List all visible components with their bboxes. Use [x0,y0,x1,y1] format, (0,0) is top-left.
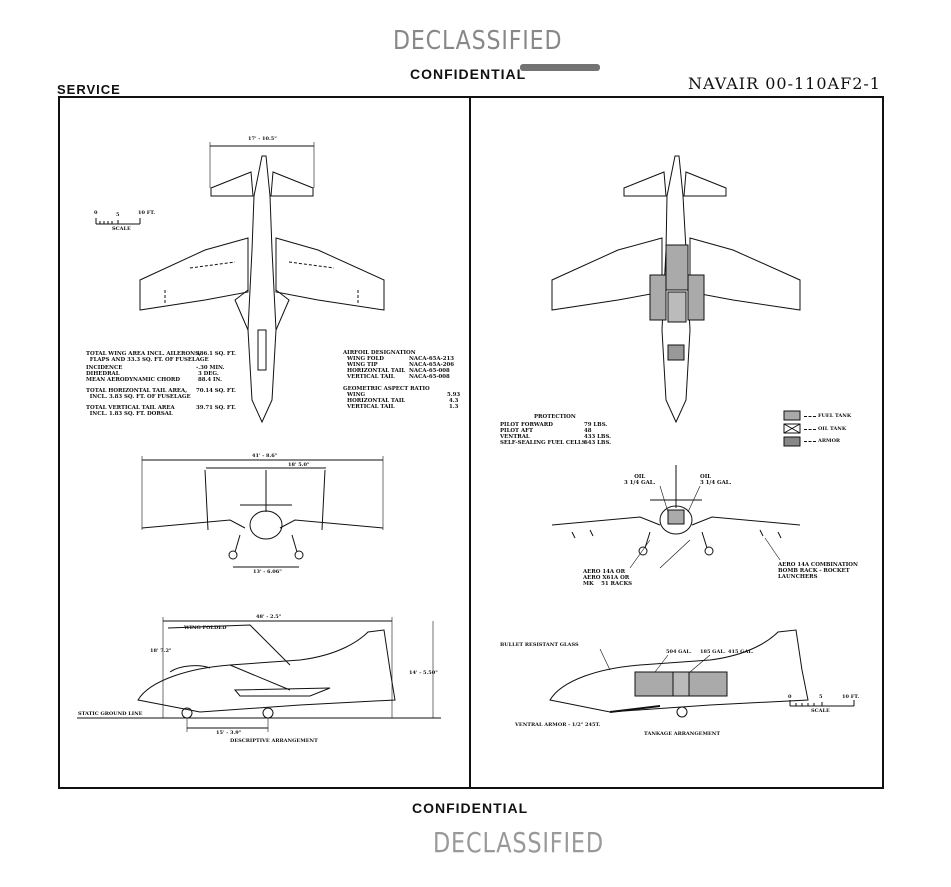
ventral-armor-label: VENTRAL ARMOR - 1/2" 245T. [515,722,601,728]
aero-rack-label: AERO 14A OR AERO X61A OR MK 51 RACKS [583,569,633,588]
scale-tick-5-right: 5 [819,694,823,700]
spec-label: TOTAL VERTICAL TAIL AREA INCL. 1.83 SQ. … [86,405,175,418]
figure-frame [58,96,884,789]
tank-front-view-drawing [551,465,801,569]
legend-leader-fuel [804,416,816,417]
scale-label-left: SCALE [112,226,131,232]
front-span-dimension: 41' - 8.6" [252,453,278,459]
side-length-dimension: 48' - 2.5" [256,614,282,620]
spec-value: 39.71 SQ. FT. [196,405,236,411]
scale-label-right: SCALE [811,708,830,714]
aspect-label: WING [347,392,366,398]
aspect-value: 1.3 [449,404,459,410]
airfoil-label: WING FOLD [347,356,384,362]
caption-tankage-arrangement: TANKAGE ARRANGEMENT [644,731,721,737]
airfoil-label: WING TIP [347,362,378,368]
airfoil-label: VERTICAL TAIL [347,374,395,380]
protection-label: VENTRAL [500,434,530,440]
spec-label: TOTAL HORIZONTAL TAIL AREA, INCL. 3.83 S… [86,388,191,401]
scale-tick-10-right: 10 FT. [842,694,860,700]
height-folded-dimension: 18' 7.2" [150,648,172,654]
declassified-stamp-top: DECLASSIFIED [393,26,563,56]
height-total-dimension: 14' - 5.50" [409,670,438,676]
airfoil-value: NACA-65A-213 [409,356,454,362]
protection-label: SELF-SEALING FUEL CELLS [500,440,586,446]
legend-leader-armor [804,441,816,442]
legend-oil-swatch [783,423,801,434]
front-track-dimension: 13' - 6.06" [253,569,282,575]
scale-bar-left [95,218,141,225]
plan-view-drawing [139,142,385,424]
spec-label: DIHEDRAL [86,371,120,377]
protection-title: PROTECTION [534,414,576,420]
side-view-drawing [77,617,441,732]
tank-plan-view-drawing [551,155,801,424]
wing-folded-label: WING FOLDED [184,625,227,631]
aspect-value: 4.3 [449,398,459,404]
protection-value: 433 LBS. [584,434,612,440]
panel-divider [469,98,471,787]
legend-oil-tank: OIL TANK [818,426,847,432]
protection-value: 643 LBS. [584,440,612,446]
legend-armor: ARMOR [818,438,841,444]
front-folded-dimension: 18' 5.0" [288,462,310,468]
spec-label: TOTAL WING AREA INCL. AILERONS, FLAPS AN… [86,351,209,364]
document-number: NAVAIR 00-110AF2-1 [688,74,881,93]
aspect-title: GEOMETRIC ASPECT RATIO [343,386,430,392]
oil-right-label: OIL 3 1/4 GAL. [700,474,732,487]
spec-value: 70.14 SQ. FT. [196,388,236,394]
scale-tick-5-left: 5 [116,212,120,218]
spec-value: 88.4 IN. [198,377,222,383]
declassified-stamp-bottom: DECLASSIFIED [433,826,604,859]
airfoil-value: NACA-65-008 [409,374,450,380]
scale-tick-10-left: 10 FT. [138,210,156,216]
spec-value: 386.1 SQ. FT. [196,351,236,357]
airfoil-label: HORIZONTAL TAIL [347,368,406,374]
aero-combination-label: AERO 14A COMBINATION BOMB RACK - ROCKET … [778,562,858,581]
legend-armor-swatch [783,436,801,447]
tank-415-label: 415 GAL. [728,649,754,655]
spec-value: -.30 MIN. [196,365,225,371]
protection-label: PILOT FORWARD [500,422,553,428]
legend-fuel-tank: FUEL TANK [818,413,852,419]
legend-fuel-swatch [783,410,801,421]
legend-leader-oil [804,429,816,430]
aspect-label: HORIZONTAL TAIL [347,398,406,404]
aspect-value: 5.93 [447,392,461,398]
wheelbase-dimension: 15' - 3.9" [216,730,242,736]
static-ground-line-label: STATIC GROUND LINE [78,711,143,717]
tank-185-label: 185 GAL. [700,649,726,655]
confidential-label-bottom: CONFIDENTIAL [412,800,529,816]
protection-value: 48 [584,428,592,434]
tankage-side-view-drawing [549,629,809,718]
section-label: SERVICE [57,82,121,97]
aspect-label: VERTICAL TAIL [347,404,395,410]
bullet-resistant-glass-label: BULLET RESISTANT GLASS [500,642,579,648]
stamp-smudge [520,64,600,71]
airfoil-title: AIRFOIL DESIGNATION [343,350,416,356]
front-view-drawing [141,456,384,568]
airfoil-value: NACA-65-008 [409,368,450,374]
scale-tick-0-left: 0 [94,210,98,216]
protection-label: PILOT AFT [500,428,533,434]
oil-left-label: OIL 3 1/4 GAL. [624,474,656,487]
tank-504-label: 504 GAL. [666,649,692,655]
span-dimension: 17' - 10.5" [248,136,277,142]
confidential-label-top: CONFIDENTIAL [410,66,527,82]
protection-value: 79 LBS. [584,422,608,428]
spec-label: MEAN AERODYNAMIC CHORD [86,377,181,383]
airfoil-value: NACA-65A-206 [409,362,454,368]
spec-label: INCIDENCE [86,365,123,371]
spec-value: 3 DEG. [198,371,219,377]
caption-descriptive-arrangement: DESCRIPTIVE ARRANGEMENT [230,738,318,744]
scale-bar-right [789,700,855,707]
scale-tick-0-right: 0 [788,694,792,700]
